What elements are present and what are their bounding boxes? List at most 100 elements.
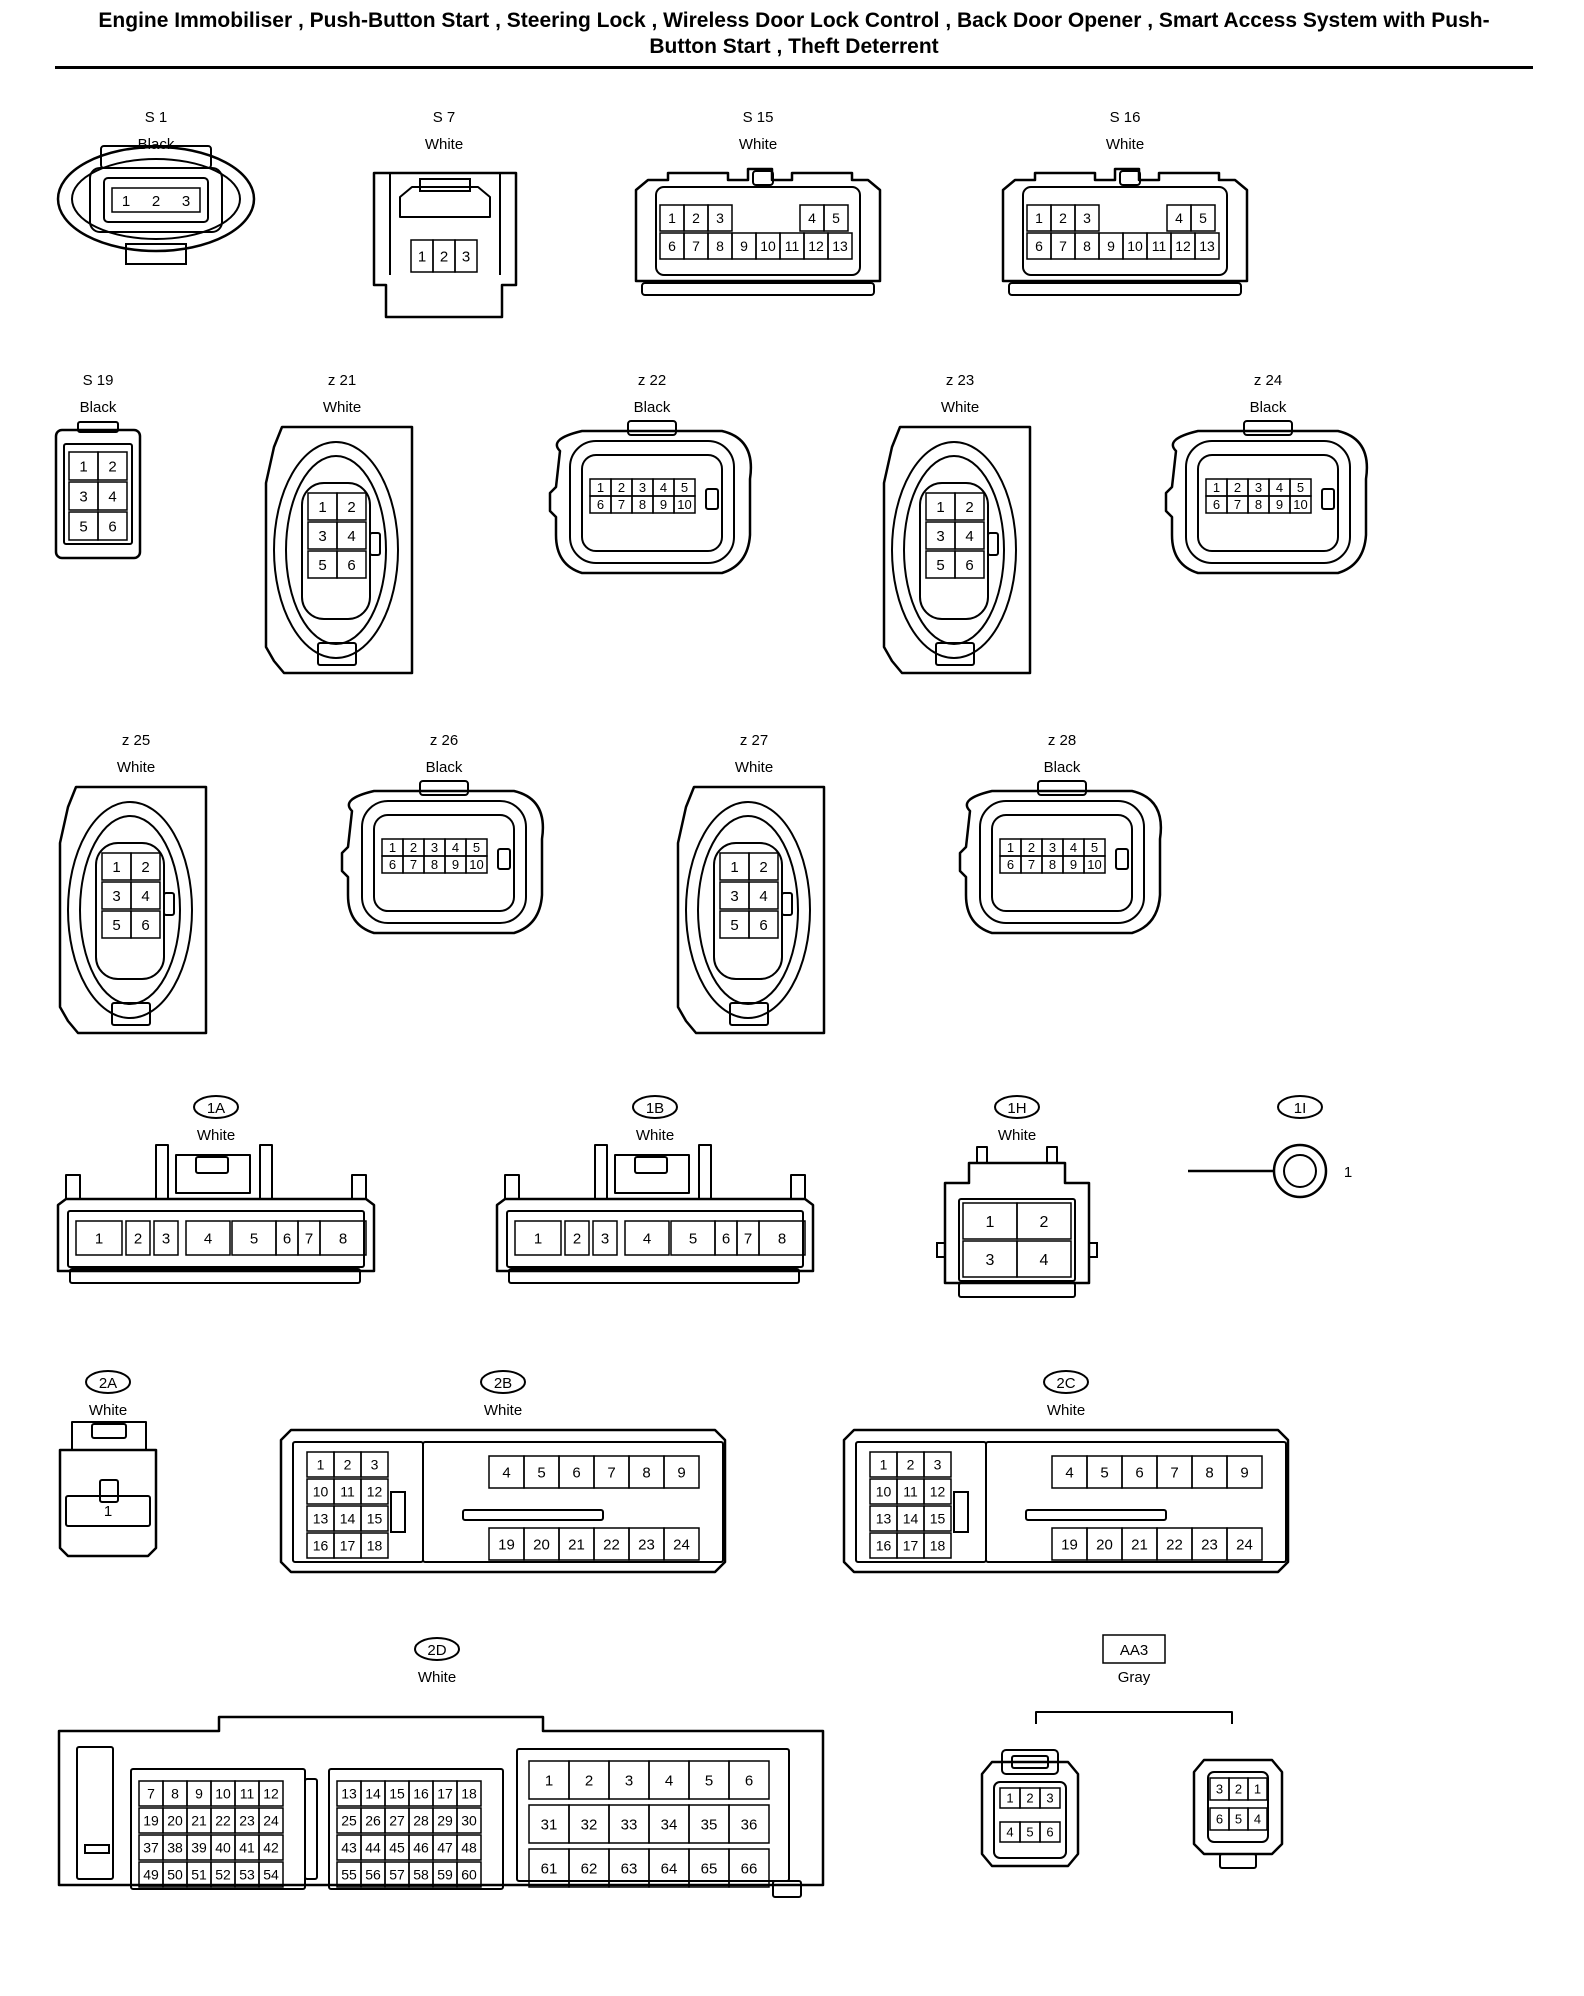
pin-52: 52 [215,1867,231,1883]
pin-3: 3 [730,888,738,905]
pin-24: 24 [263,1813,279,1829]
pin-9: 9 [677,1464,685,1481]
pin-6: 6 [572,1464,580,1481]
pin-1: 1 [418,248,426,265]
pin-19: 19 [143,1813,159,1829]
pin-4: 4 [452,840,459,855]
pin-14: 14 [903,1511,919,1527]
connector-name: 1I [1294,1100,1307,1117]
pin-2: 2 [1028,840,1035,855]
connector-name: S 7 [433,109,456,126]
pin-39: 39 [191,1840,207,1856]
pin-50: 50 [167,1867,183,1883]
connector-color: White [998,1127,1036,1144]
pin-2: 2 [759,859,767,876]
pin-6: 6 [389,857,396,872]
connector-color: White [323,399,361,416]
pin-8: 8 [716,238,724,254]
pin-3: 3 [112,888,120,905]
pin-2: 2 [1026,1791,1033,1806]
pin-6: 6 [1216,1812,1223,1827]
connector-name: AA3 [1120,1642,1148,1659]
pin-11: 11 [1152,238,1167,254]
pin-34: 34 [661,1816,678,1833]
pin-4: 4 [1006,1825,1013,1840]
pin-4: 4 [108,488,116,505]
pin-3: 3 [318,528,326,545]
pin-10: 10 [313,1484,329,1500]
connector-name: 2A [99,1375,117,1392]
pin-10: 10 [1127,238,1143,254]
pin-46: 46 [413,1840,429,1856]
pin-1: 1 [112,859,120,876]
pin-3: 3 [371,1457,379,1473]
pin-12: 12 [930,1484,946,1500]
pin-4: 4 [1276,480,1283,495]
pin-6: 6 [597,497,604,512]
connector-name: z 24 [1254,372,1282,389]
pin-36: 36 [741,1816,758,1833]
pin-55: 55 [341,1867,357,1883]
pin-51: 51 [191,1867,207,1883]
pin-5: 5 [250,1230,258,1247]
pin-2: 2 [965,499,973,516]
pin-21: 21 [191,1813,207,1829]
pin-3: 3 [162,1230,170,1247]
pin-1: 1 [1035,210,1043,226]
pin-58: 58 [413,1867,429,1883]
pin-22: 22 [603,1536,620,1553]
pin-65: 65 [701,1860,718,1877]
pin-20: 20 [1096,1536,1113,1553]
pin-1: 1 [936,499,944,516]
pin-15: 15 [930,1511,946,1527]
connector-name: 2C [1056,1375,1075,1392]
pin-5: 5 [1026,1825,1033,1840]
connector-color: White [89,1402,127,1419]
pin-4: 4 [1175,210,1183,226]
pin-7: 7 [1028,857,1035,872]
connector-color: Black [80,399,117,416]
pin-3: 3 [462,248,470,265]
pin-8: 8 [1083,238,1091,254]
connector-badge [994,1095,1040,1119]
pin-1: 1 [545,1772,553,1789]
pin-10: 10 [1293,497,1307,512]
pin-4: 4 [141,888,149,905]
pin-13: 13 [876,1511,892,1527]
pin-7: 7 [744,1230,752,1247]
pin-64: 64 [661,1860,678,1877]
pin-20: 20 [533,1536,550,1553]
pin-5: 5 [537,1464,545,1481]
pin-1: 1 [880,1457,888,1473]
connector-name: S 16 [1110,109,1141,126]
pin-66: 66 [741,1860,758,1877]
pin-1: 1 [1213,480,1220,495]
connector-name: S 15 [743,109,774,126]
pin-1: 1 [95,1230,103,1247]
pin-63: 63 [621,1860,638,1877]
pin-20: 20 [167,1813,183,1829]
pin-14: 14 [340,1511,356,1527]
pin-14: 14 [365,1786,381,1802]
connector-color: White [425,136,463,153]
pin-44: 44 [365,1840,381,1856]
pin-8: 8 [639,497,646,512]
connector-1i: 1I1 [1188,1095,1352,1199]
pin-21: 21 [568,1536,585,1553]
pin-6: 6 [1135,1464,1143,1481]
pin-2: 2 [1040,1214,1049,1231]
pin-5: 5 [473,840,480,855]
pin-1: 1 [1006,1791,1013,1806]
connector-name: z 22 [638,372,666,389]
pin-19: 19 [498,1536,515,1553]
pin-6: 6 [1035,238,1043,254]
pin-7: 7 [607,1464,615,1481]
pin-43: 43 [341,1840,357,1856]
